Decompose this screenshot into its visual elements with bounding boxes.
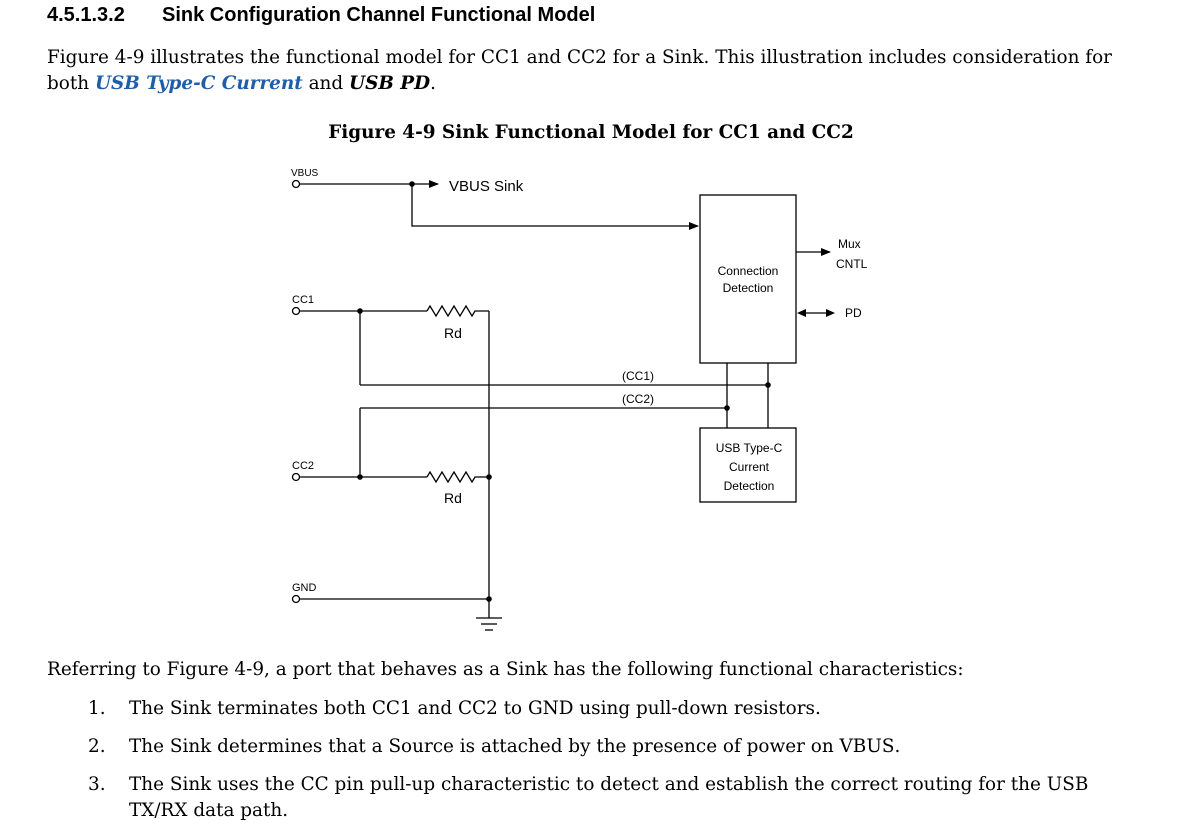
cc2-terminal	[291, 472, 301, 482]
usb-current-detection-box	[699, 427, 797, 503]
rd-bottom-label: Rd	[444, 490, 462, 506]
list-item: 1. The Sink terminates both CC1 and CC2 …	[88, 696, 1148, 722]
figure-caption: Figure 4-9 Sink Functional Model for CC1…	[328, 122, 854, 143]
connection-detection-label-1: Connection	[718, 264, 779, 278]
list-text-part: The Sink determines that a Source is att…	[129, 736, 840, 757]
section-heading: 4.5.1.3.2 Sink Configuration Channel Func…	[47, 4, 595, 27]
list-text: The Sink uses the CC pin pull-up charact…	[129, 774, 1089, 821]
vbus-pin-label: VBUS	[291, 168, 319, 179]
list-item: 2. The Sink determines that a Source is …	[88, 734, 1148, 760]
junction-dots	[357, 181, 771, 602]
connection-detection-label-2: Detection	[723, 281, 774, 295]
list-number: 1.	[88, 698, 106, 719]
cc2-pin-label: CC2	[292, 460, 314, 472]
usb-current-label-1: USB Type-C	[716, 441, 783, 455]
list-number: 2.	[88, 736, 106, 757]
rd-top-resistor	[426, 304, 489, 318]
rd-bottom-resistor	[426, 470, 489, 484]
intro-text-middle: and	[302, 73, 350, 94]
intro-text-end: .	[430, 73, 436, 94]
list-item: 3. The Sink uses the CC pin pull-up char…	[88, 772, 1148, 824]
mux-label: Mux	[838, 237, 861, 251]
usb-type-c-current-link[interactable]: USB Type-C Current	[94, 73, 303, 94]
connection-detection-box	[699, 194, 797, 364]
list-text: The Sink terminates both CC1 and CC2 to …	[129, 698, 821, 719]
vbus-terminal	[291, 179, 301, 189]
usb-pd-term: USB PD	[349, 73, 431, 94]
usb-current-label-2: Current	[729, 460, 770, 474]
intro-text: Figure 4-9 illustrates the functional mo…	[47, 47, 1112, 94]
vbus-to-detection-line	[411, 184, 699, 230]
cntl-label: CNTL	[836, 257, 868, 271]
referring-paragraph: Referring to Figure 4-9, a port that beh…	[47, 659, 964, 680]
cc2-bus-label: (CC2)	[622, 392, 654, 406]
section-title: Sink Configuration Channel Functional Mo…	[162, 4, 596, 26]
cc1-bus-label: (CC1)	[622, 369, 654, 383]
section-number: 4.5.1.3.2	[47, 4, 125, 26]
vbus-term: VBUS	[839, 736, 895, 757]
list-number: 3.	[88, 774, 106, 795]
cc1-pin-label: CC1	[292, 294, 314, 306]
cc1-terminal	[291, 306, 301, 316]
list-text: The Sink determines that a Source is att…	[129, 734, 1148, 760]
vbus-sink-label: VBUS Sink	[449, 178, 524, 195]
pd-label: PD	[845, 306, 862, 320]
list-text-end: .	[894, 736, 901, 757]
usb-current-label-3: Detection	[724, 479, 775, 493]
gnd-terminal	[291, 594, 301, 604]
rd-top-label: Rd	[444, 325, 462, 341]
intro-paragraph: Figure 4-9 illustrates the functional mo…	[47, 45, 1157, 97]
gnd-pin-label: GND	[292, 582, 317, 594]
